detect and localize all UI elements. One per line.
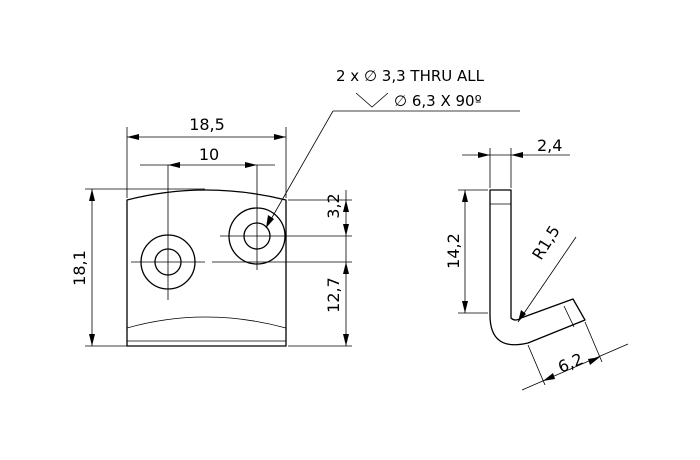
spacing-arrow-left: [168, 162, 180, 168]
spacing-arrow-right: [245, 162, 257, 168]
width-arrow-left: [127, 134, 139, 140]
flange-extension-a: [527, 344, 546, 386]
countersink-symbol-icon: [355, 92, 389, 108]
flange-length-label: 6,2: [555, 349, 586, 376]
height-arrow-bottom: [89, 334, 95, 346]
radius-arrow: [518, 310, 526, 322]
side-view-outline: [489, 189, 586, 346]
callout-line-2: ∅ 6,3 X 90º: [394, 92, 482, 110]
flange-arrow-b: [588, 357, 600, 365]
hole-callout: 2 x ∅ 3,3 THRU ALL ∅ 6,3 X 90º: [265, 67, 520, 229]
side-view: 2,4 14,2 R1,5 6,2: [444, 136, 629, 391]
flange-arrow-a: [543, 373, 555, 381]
hole-spacing-label: 10: [199, 145, 219, 164]
overall-width-label: 18,5: [189, 115, 225, 134]
front-view: 18,5 10 18,1 3,2 12,7: [70, 115, 352, 347]
callout-leader: [265, 110, 334, 229]
thickness-label: 2,4: [537, 136, 562, 155]
thickness-arrow-left: [478, 152, 490, 158]
height-arrow-top: [89, 189, 95, 201]
flange-dimension-line: [521, 343, 629, 391]
bend-radius-label: R1,5: [528, 222, 563, 263]
flange-extension-b: [584, 321, 603, 363]
radius-leader: [517, 236, 577, 323]
bend-line-upper: [126, 316, 287, 329]
offset-top-arrow-b: [343, 224, 349, 236]
overall-height-label: 18,1: [70, 250, 89, 286]
callout-leader-arrow: [266, 215, 274, 228]
width-arrow-right: [274, 134, 286, 140]
flange-end-line: [563, 305, 575, 328]
offset-bottom-arrow-a: [343, 262, 349, 274]
offset-bottom-arrow-b: [343, 334, 349, 346]
thickness-arrow-right: [511, 152, 523, 158]
side-height-arrow-bottom: [462, 301, 468, 313]
hole-offset-bottom-label: 12,7: [324, 277, 343, 313]
front-view-outline: [126, 189, 287, 347]
side-height-label: 14,2: [444, 233, 463, 269]
offset-top-arrow-a: [343, 200, 349, 212]
callout-line-1: 2 x ∅ 3,3 THRU ALL: [336, 67, 485, 85]
side-height-arrow-top: [462, 190, 468, 202]
hole-offset-top-label: 3,2: [324, 193, 343, 218]
